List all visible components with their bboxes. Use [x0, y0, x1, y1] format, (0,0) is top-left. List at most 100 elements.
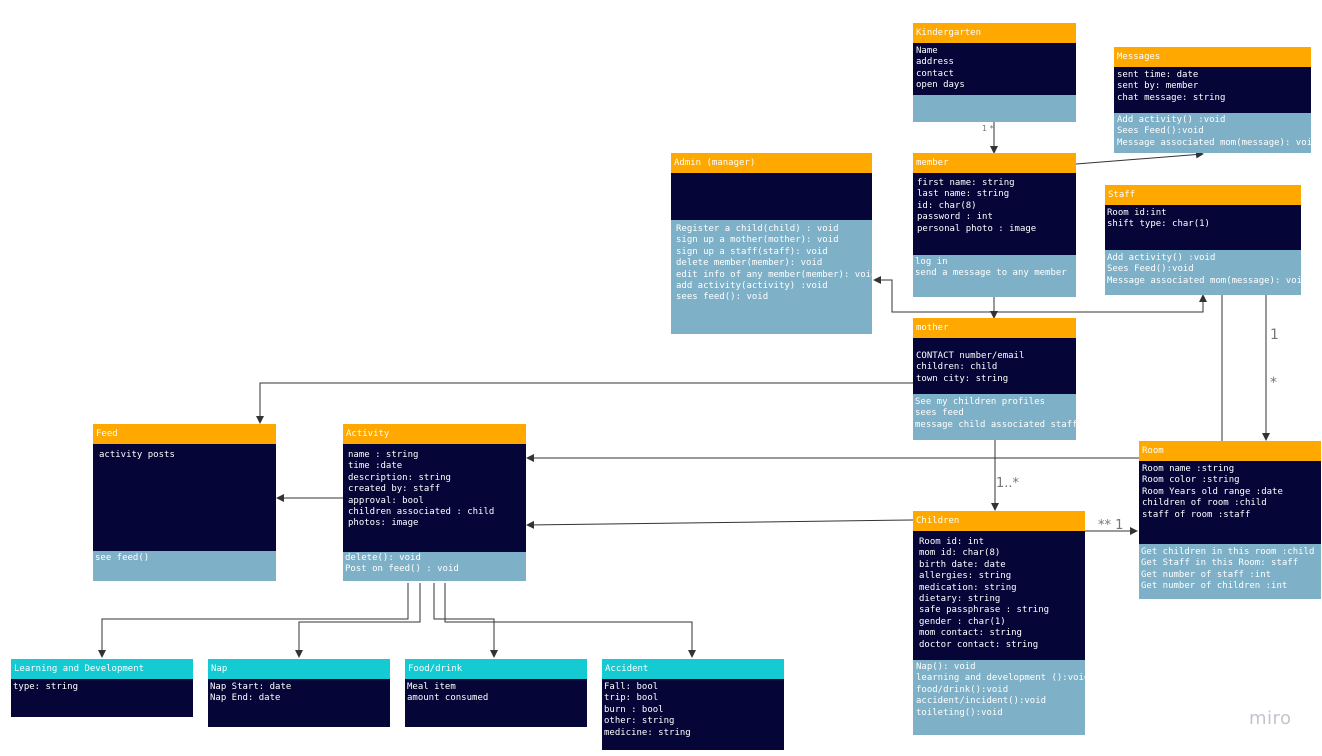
activity-accident-line	[444, 583, 696, 658]
class-food-drink[interactable]: Food/drink Meal item amount consumed	[405, 659, 587, 727]
attribute: sent time: date	[1117, 70, 1199, 80]
staff-room-many-multiplicity: *	[1270, 375, 1277, 391]
operation: accident/incident():void	[916, 696, 1047, 707]
class-room[interactable]: Room Room name :string Room color :strin…	[1139, 441, 1321, 599]
operation: Get number of staff :int	[1141, 569, 1272, 580]
class-operations: delete(): void Post on feed() : void	[343, 552, 526, 581]
class-attributes: activity posts	[93, 444, 276, 551]
attribute: CONTACT number/email	[916, 351, 1025, 361]
attribute: created by: staff	[348, 484, 441, 495]
attribute: gender : char(1)	[919, 616, 1006, 627]
attribute: type: string	[13, 682, 79, 692]
attribute: town city: string	[916, 373, 1009, 384]
attribute: Room id:int	[1107, 208, 1167, 218]
operation: Message associated mom(message): void	[1107, 275, 1301, 286]
class-operations: log in send a message to any member	[913, 255, 1076, 297]
class-accident[interactable]: Accident Fall: bool trip: bool burn : bo…	[602, 659, 784, 750]
class-feed[interactable]: Feed activity posts see feed()	[93, 424, 276, 581]
attribute: allergies: string	[919, 571, 1012, 582]
attribute: Room id: int	[919, 537, 985, 547]
attribute: personal photo : image	[917, 223, 1037, 234]
class-attributes: Name address contact open days	[913, 43, 1076, 95]
attribute: first name: string	[917, 178, 1015, 188]
mother-children-multiplicity: 1..*	[996, 476, 1020, 491]
operation: Add activity() :void	[1107, 253, 1216, 263]
class-mother[interactable]: mother CONTACT number/email children: ch…	[913, 318, 1076, 440]
operation: Message associated mom(message): void	[1117, 137, 1311, 148]
operation: Sees Feed():void	[1107, 264, 1194, 275]
class-title: Learning and Development	[11, 659, 193, 679]
class-operations: Add activity() :void Sees Feed():void Me…	[1105, 250, 1301, 295]
attribute: children of room :child	[1142, 498, 1267, 509]
operation: send a message to any member	[915, 268, 1067, 279]
class-learning-development[interactable]: Learning and Development type: string	[11, 659, 193, 717]
operation: See my children profiles	[915, 397, 1046, 407]
operation: log in	[915, 257, 948, 267]
class-attributes: CONTACT number/email children: child tow…	[913, 338, 1076, 394]
attribute: address	[916, 57, 954, 68]
class-children[interactable]: Children Room id: int mom id: char(8) bi…	[913, 511, 1085, 735]
attribute: children associated : child	[348, 507, 495, 518]
class-title: Room	[1139, 441, 1321, 461]
attribute: doctor contact: string	[919, 639, 1039, 650]
operation: message child associated staff	[915, 419, 1076, 430]
operation: Sees Feed():void	[1117, 126, 1204, 137]
class-attributes: Room id: int mom id: char(8) birth date:…	[913, 531, 1085, 660]
operation: Add activity() :void	[1117, 115, 1226, 125]
attribute: amount consumed	[407, 693, 489, 704]
activity-food-line	[433, 583, 498, 658]
attribute: children: child	[916, 362, 998, 373]
class-attributes: sent time: date sent by: member chat mes…	[1114, 67, 1311, 113]
attribute: trip: bool	[604, 693, 659, 704]
operation: Nap(): void	[916, 662, 976, 672]
attribute: sent by: member	[1117, 81, 1199, 92]
class-title: mother	[913, 318, 1076, 338]
attribute: description: string	[348, 472, 451, 483]
attribute: Room name :string	[1142, 464, 1235, 474]
attribute: activity posts	[99, 450, 175, 460]
operation: see feed()	[95, 553, 150, 563]
attribute: burn : bool	[604, 704, 664, 715]
activity-nap-line	[295, 583, 421, 658]
children-activity-line	[526, 519, 914, 529]
operation: delete member(member): void	[676, 258, 823, 269]
operation: toileting():void	[916, 707, 1003, 718]
class-title: Food/drink	[405, 659, 587, 679]
class-member[interactable]: member first name: string last name: str…	[913, 153, 1076, 297]
attribute: open days	[916, 80, 965, 91]
member-admin-line	[873, 276, 995, 313]
attribute: Meal item	[407, 682, 456, 692]
class-staff[interactable]: Staff Room id:int shift type: char(1) Ad…	[1105, 185, 1301, 295]
class-operations	[913, 95, 1076, 122]
class-title: Kindergarten	[913, 23, 1076, 43]
class-attributes: name : string time :date description: st…	[343, 444, 526, 552]
class-operations: Add activity() :void Sees Feed():void Me…	[1114, 113, 1311, 153]
class-kindergarten[interactable]: Kindergarten Name address contact open d…	[913, 23, 1076, 122]
attribute: Fall: bool	[604, 682, 659, 692]
attribute: id: char(8)	[917, 200, 977, 211]
class-operations: Nap(): void learning and development ():…	[913, 660, 1085, 735]
miro-logo: miro	[1249, 708, 1292, 729]
kindergarten-member-multiplicity: 1 *	[982, 124, 994, 133]
operation: Get Staff in this Room: staff	[1141, 558, 1299, 569]
operation: sees feed	[915, 408, 964, 419]
attribute: Name	[916, 46, 938, 56]
class-attributes: Meal item amount consumed	[405, 679, 587, 727]
member-staff-line	[994, 294, 1207, 313]
class-messages[interactable]: Messages sent time: date sent by: member…	[1114, 47, 1311, 153]
operation: learning and development ():void	[916, 673, 1085, 684]
attribute: chat message: string	[1117, 92, 1226, 103]
operation: Post on feed() : void	[345, 564, 459, 575]
class-title: Admin (manager)	[671, 153, 872, 173]
class-title: Activity	[343, 424, 526, 444]
attribute: contact	[916, 68, 954, 79]
attribute: Room color :string	[1142, 475, 1240, 486]
class-admin[interactable]: Admin (manager) Register a child(child) …	[671, 153, 872, 334]
operation: edit info of any member(member): void	[676, 269, 872, 280]
class-activity[interactable]: Activity name : string time :date descri…	[343, 424, 526, 581]
class-title: Messages	[1114, 47, 1311, 67]
class-nap[interactable]: Nap Nap Start: date Nap End: date	[208, 659, 390, 727]
class-operations: Get children in this room :child Get Sta…	[1139, 544, 1321, 599]
attribute: mom contact: string	[919, 628, 1022, 639]
class-operations: See my children profiles sees feed messa…	[913, 394, 1076, 440]
